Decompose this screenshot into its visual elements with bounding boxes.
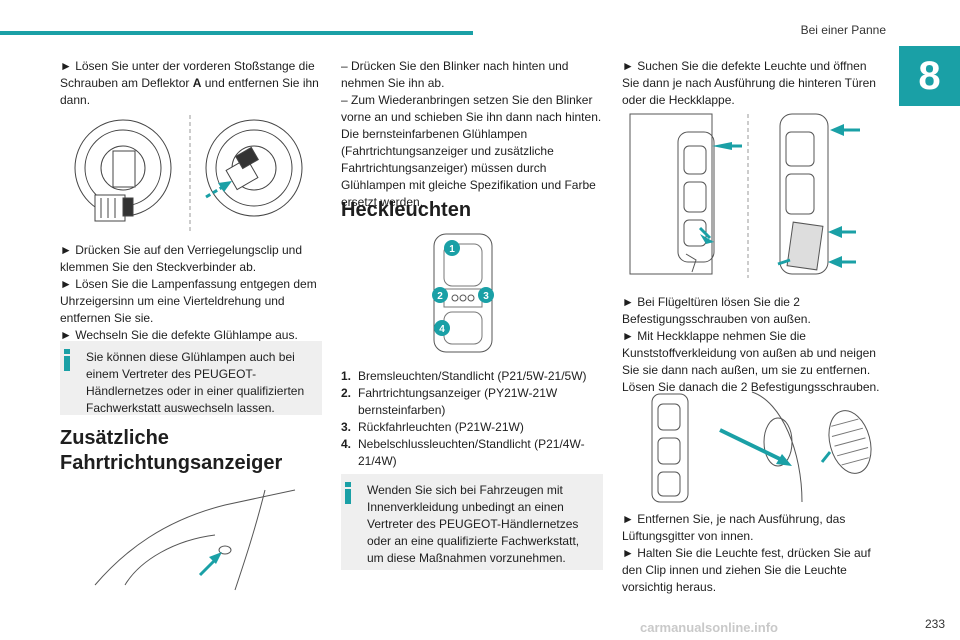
step-remove-indicator: – Drücken Sie den Blinker nach hinten un… <box>341 59 569 90</box>
rear-doors-illustration <box>629 113 860 278</box>
step-text: ► Lösen Sie unter der vorderen Stoßstang… <box>60 59 315 90</box>
list-item: 3.Rückfahrleuchten (P21W-21W) <box>341 420 524 434</box>
step-remove-vent: ► Entfernen Sie, je nach Ausführung, das… <box>622 512 846 543</box>
step-tailgate: ► Mit Heckklappe nehmen Sie die Kunststo… <box>622 329 880 394</box>
lamp-label-3: 3 <box>483 291 489 302</box>
rear-lamp-list: 1.Bremsleuchten/Standlicht (P21/5W-21/5W… <box>341 368 603 470</box>
section-title: Bei einer Panne <box>800 23 886 37</box>
heading-rear-lamps: Heckleuchten <box>341 199 472 221</box>
amber-bulb-note: Die bernsteinfarbenen Glühlampen (Fahrtr… <box>341 127 596 209</box>
fog-lamp-illustration <box>74 115 303 231</box>
watermark: carmanualsonline.info <box>640 620 778 635</box>
chapter-badge: 8 <box>899 46 960 106</box>
rear-lamp-diagram: 1 2 3 4 <box>432 233 494 353</box>
info-icon <box>345 482 351 504</box>
step-unscrew-holder: ► Lösen Sie die Lampenfassung entgegen d… <box>60 277 317 325</box>
list-item: 4.Nebelschlussleuchten/Standlicht (P21/4… <box>341 437 585 468</box>
info-box-dealer: Sie können diese Glühlampen auch bei ein… <box>60 341 322 415</box>
lamp-label-1: 1 <box>449 244 455 255</box>
step-remove-deflector: ► Lösen Sie unter der vorderen Stoßstang… <box>60 58 322 109</box>
lamp-label-4: 4 <box>439 324 445 335</box>
vent-grille-illustration <box>651 391 872 503</box>
header-accent-bar <box>0 31 473 35</box>
heading-additional-indicators: Zusätzliche Fahrtrichtungsanzeiger <box>60 427 283 474</box>
list-item: 1.Bremsleuchten/Standlicht (P21/5W-21/5W… <box>341 369 587 383</box>
info-text: Wenden Sie sich bei Fahrzeugen mit Innen… <box>367 483 580 565</box>
step-locate-lamp: ► Suchen Sie die defekte Leuchte und öff… <box>622 59 876 107</box>
page-number: 233 <box>924 617 945 631</box>
step-replace-bulb: ► Wechseln Sie die defekte Glühlampe aus… <box>60 328 298 342</box>
deflector-label: A <box>192 76 202 90</box>
info-text: Sie können diese Glühlampen auch bei ein… <box>86 350 305 415</box>
step-wing-doors: ► Bei Flügeltüren lösen Sie die 2 Befest… <box>622 295 811 326</box>
info-icon <box>64 349 70 371</box>
step-pull-lamp: ► Halten Sie die Leuchte fest, drücken S… <box>622 546 871 594</box>
step-refit-indicator: – Zum Wiederanbringen setzen Sie den Bli… <box>341 93 602 124</box>
step-unclip-connector: ► Drücken Sie auf den Verriegelungsclip … <box>60 243 303 274</box>
list-item: 2.Fahrtrichtungsanzeiger (PY21W-21W bern… <box>341 386 558 417</box>
info-box-interior-trim: Wenden Sie sich bei Fahrzeugen mit Innen… <box>341 474 603 570</box>
side-indicator-illustration <box>94 489 296 591</box>
lamp-label-2: 2 <box>437 291 443 302</box>
step-text: und entfernen Sie ihn dann. <box>60 76 319 107</box>
